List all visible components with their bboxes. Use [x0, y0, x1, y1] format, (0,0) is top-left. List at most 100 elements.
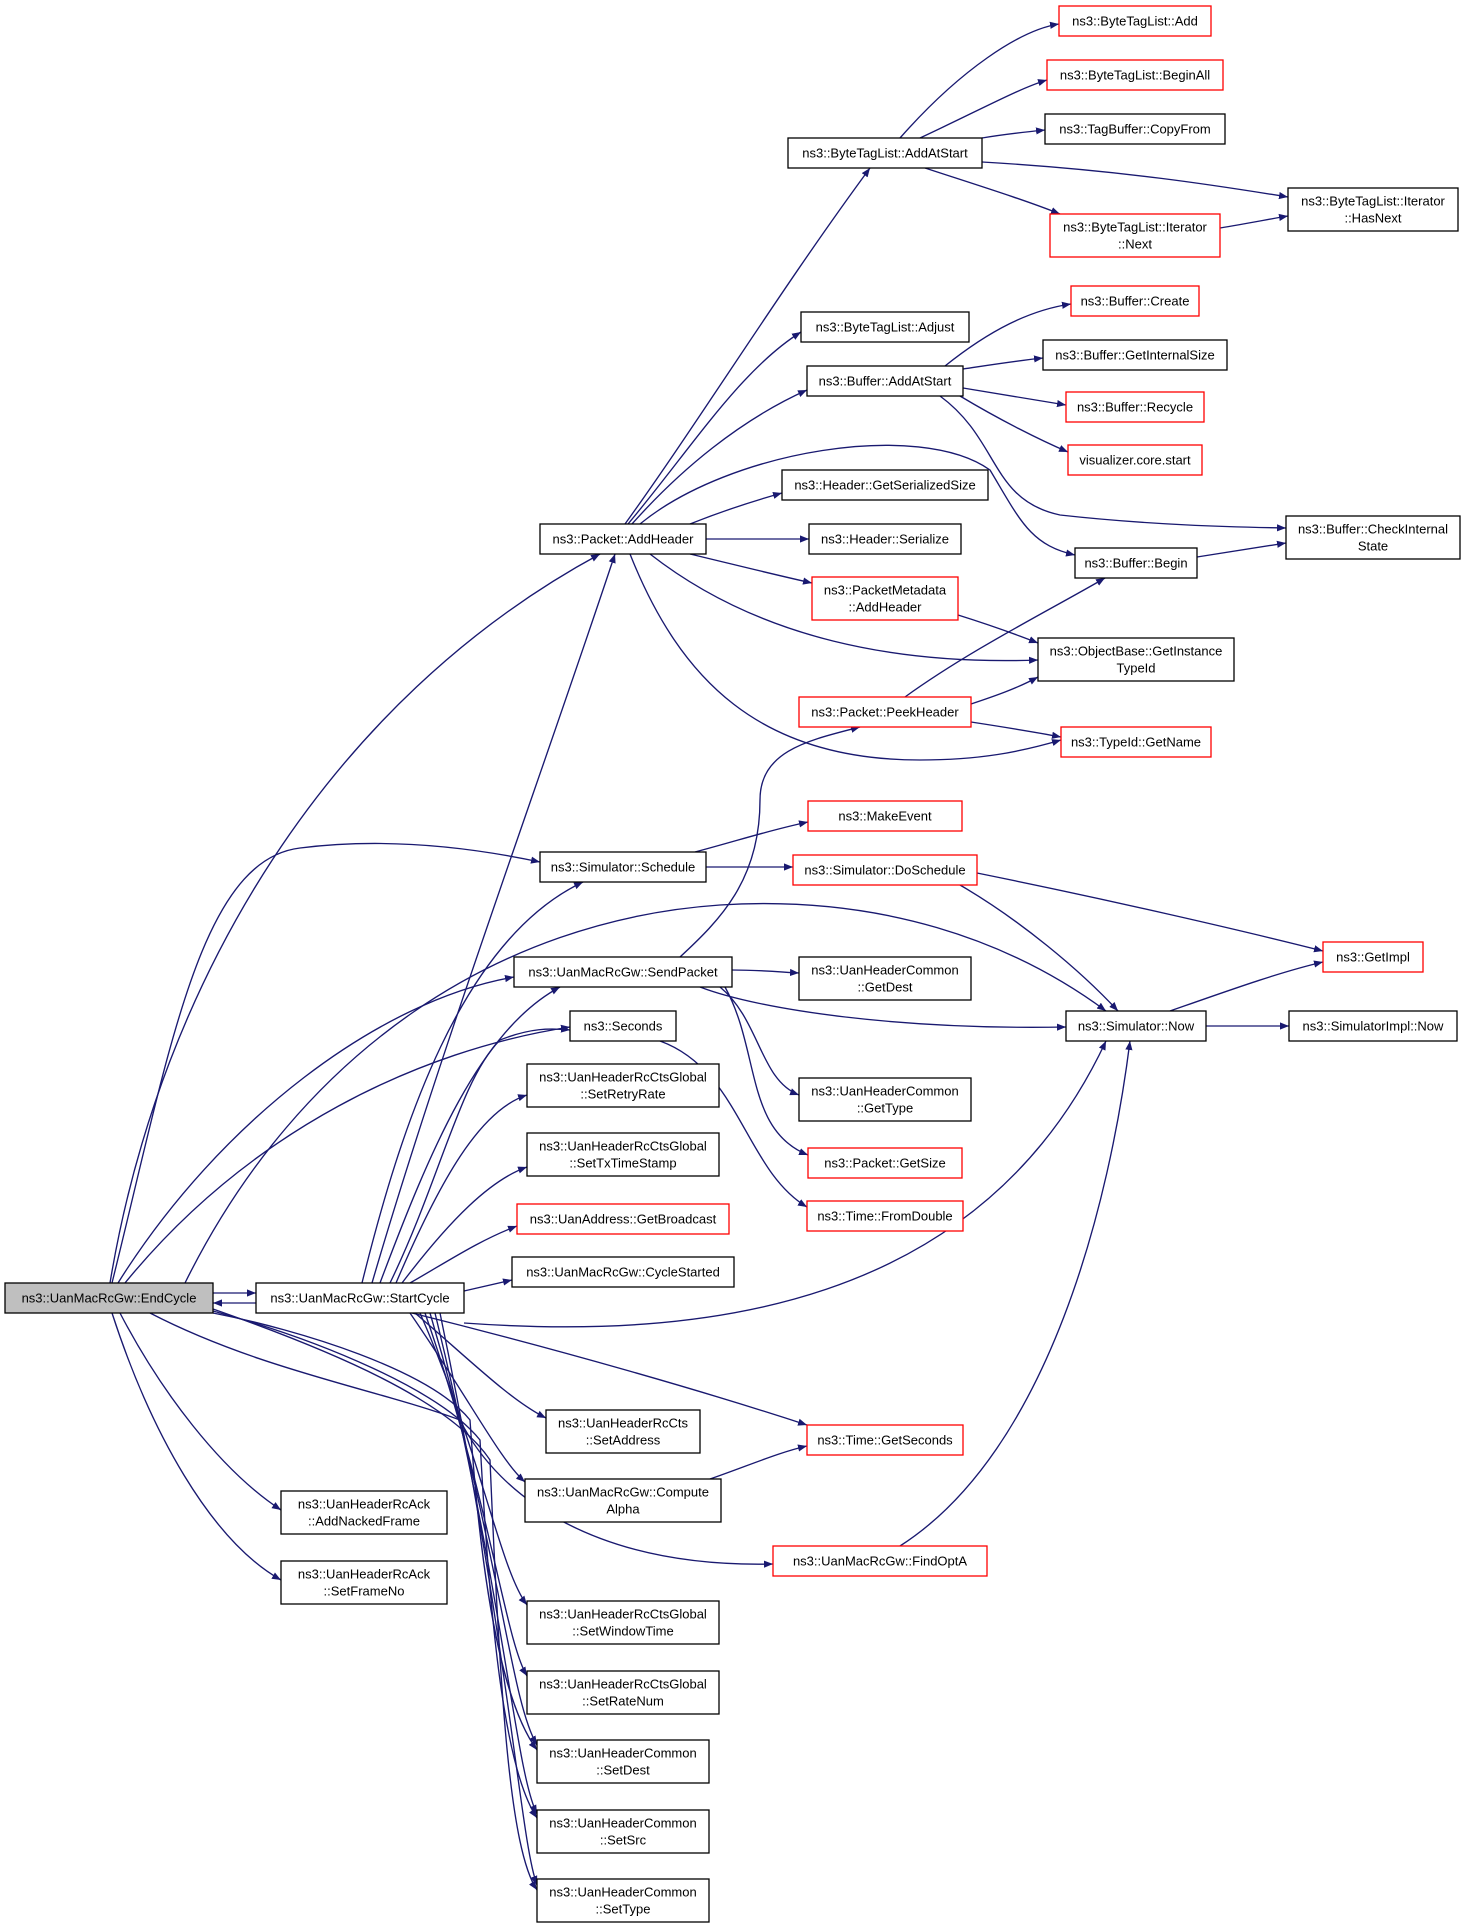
- node-buffer-recycle[interactable]: ns3::Buffer::Recycle: [1065, 391, 1205, 423]
- node-box: [1070, 285, 1200, 317]
- call-edge-packet-add-header-to-btl-add-at-start: [624, 167, 871, 525]
- node-box: [1049, 213, 1221, 258]
- call-edge-start-cycle-to-common-set-type: [439, 1312, 538, 1886]
- node-box: [526, 1063, 720, 1108]
- call-edge-btl-add-at-start-to-btl-iterator-next: [924, 167, 1061, 215]
- node-btl-add[interactable]: ns3::ByteTagList::Add: [1058, 5, 1212, 37]
- node-btl-adjust[interactable]: ns3::ByteTagList::Adjust: [800, 311, 970, 343]
- node-btl-iterator-next[interactable]: ns3::ByteTagList::Iterator::Next: [1049, 213, 1221, 258]
- node-simulator-now[interactable]: ns3::Simulator::Now: [1065, 1010, 1207, 1042]
- call-edge-end-cycle-to-common-set-type: [212, 1308, 538, 1891]
- node-label: ns3::UanHeaderCommon: [549, 1885, 696, 1900]
- node-visualizer-core-start[interactable]: visualizer.core.start: [1067, 444, 1203, 476]
- call-edge-simulator-schedule-to-make-event: [694, 820, 809, 853]
- node-common-set-src[interactable]: ns3::UanHeaderCommon::SetSrc: [536, 1809, 710, 1854]
- node-label: ns3::Packet::GetSize: [824, 1156, 945, 1171]
- node-label: ns3::Buffer::Recycle: [1077, 400, 1193, 415]
- node-btl-iterator-has-next[interactable]: ns3::ByteTagList::Iterator::HasNext: [1287, 187, 1459, 232]
- node-box: [798, 1077, 972, 1122]
- node-label: ::Next: [1118, 237, 1152, 252]
- node-set-rate-num[interactable]: ns3::UanHeaderRcCtsGlobal::SetRateNum: [526, 1670, 720, 1715]
- call-edge-start-cycle-to-set-window-time: [419, 1312, 528, 1606]
- node-label: TypeId: [1116, 661, 1155, 676]
- node-label: ns3::Simulator::Now: [1078, 1019, 1195, 1034]
- node-buffer-add-at-start[interactable]: ns3::Buffer::AddAtStart: [806, 365, 964, 397]
- node-set-window-time[interactable]: ns3::UanHeaderRcCtsGlobal::SetWindowTime: [526, 1600, 720, 1645]
- node-box: [1074, 547, 1198, 579]
- node-label: ns3::Time::FromDouble: [817, 1209, 952, 1224]
- call-edge-start-cycle-to-compute-alpha: [409, 1312, 526, 1483]
- call-edge-packet-add-header-to-btl-adjust: [627, 331, 802, 525]
- node-common-get-dest[interactable]: ns3::UanHeaderCommon::GetDest: [798, 956, 972, 1001]
- node-packet-get-size[interactable]: ns3::Packet::GetSize: [807, 1147, 963, 1179]
- node-buffer-create[interactable]: ns3::Buffer::Create: [1070, 285, 1200, 317]
- node-header-serialize[interactable]: ns3::Header::Serialize: [808, 523, 962, 555]
- node-box: [513, 956, 733, 988]
- node-get-impl[interactable]: ns3::GetImpl: [1322, 941, 1424, 973]
- call-edge-packet-add-header-to-buffer-begin: [639, 444, 1076, 557]
- node-label: ns3::Buffer::Begin: [1084, 556, 1187, 571]
- node-label: ns3::UanHeaderRcCtsGlobal: [539, 1677, 707, 1692]
- node-buffer-get-internal-size[interactable]: ns3::Buffer::GetInternalSize: [1042, 339, 1228, 371]
- call-edge-buffer-add-at-start-to-buffer-get-internal-size: [962, 355, 1044, 370]
- node-cts-set-address[interactable]: ns3::UanHeaderRcCts::SetAddress: [545, 1409, 701, 1454]
- node-seconds[interactable]: ns3::Seconds: [569, 1010, 677, 1042]
- call-edge-btl-add-at-start-to-tag-buffer-copy-from: [981, 127, 1046, 139]
- node-add-nacked-frame[interactable]: ns3::UanHeaderRcAck::AddNackedFrame: [280, 1490, 448, 1535]
- node-get-broadcast[interactable]: ns3::UanAddress::GetBroadcast: [516, 1203, 730, 1235]
- node-time-from-double[interactable]: ns3::Time::FromDouble: [806, 1200, 964, 1232]
- call-edge-btl-add-at-start-to-btl-iterator-has-next: [981, 161, 1289, 200]
- call-edge-start-cycle-to-simulator-now: [463, 1040, 1107, 1328]
- node-send-packet[interactable]: ns3::UanMacRcGw::SendPacket: [513, 956, 733, 988]
- call-edge-start-cycle-to-packet-add-header: [371, 553, 616, 1284]
- node-tag-buffer-copy-from[interactable]: ns3::TagBuffer::CopyFrom: [1044, 113, 1226, 145]
- node-label: State: [1358, 539, 1388, 554]
- node-box: [539, 523, 707, 555]
- call-edge-buffer-begin-to-buffer-check-internal-state: [1196, 540, 1287, 558]
- node-box: [772, 1545, 988, 1577]
- node-label: ns3::ByteTagList::Iterator: [1301, 194, 1445, 209]
- node-box: [526, 1132, 720, 1177]
- node-packet-peek-header[interactable]: ns3::Packet::PeekHeader: [798, 696, 972, 728]
- call-edge-end-cycle-to-simulator-now: [184, 902, 1107, 1284]
- node-simulator-do-schedule[interactable]: ns3::Simulator::DoSchedule: [792, 854, 978, 886]
- node-label: ns3::Buffer::CheckInternal: [1298, 522, 1448, 537]
- node-box: [539, 851, 707, 883]
- node-start-cycle[interactable]: ns3::UanMacRcGw::StartCycle: [255, 1282, 465, 1314]
- node-find-opt-a[interactable]: ns3::UanMacRcGw::FindOptA: [772, 1545, 988, 1577]
- node-packet-add-header[interactable]: ns3::Packet::AddHeader: [539, 523, 707, 555]
- node-common-get-type[interactable]: ns3::UanHeaderCommon::GetType: [798, 1077, 972, 1122]
- node-type-id-get-name[interactable]: ns3::TypeId::GetName: [1060, 726, 1212, 758]
- node-label: ns3::ByteTagList::BeginAll: [1060, 68, 1210, 83]
- node-make-event[interactable]: ns3::MakeEvent: [807, 800, 963, 832]
- node-label: ns3::UanHeaderCommon: [811, 963, 958, 978]
- node-simulator-schedule[interactable]: ns3::Simulator::Schedule: [539, 851, 707, 883]
- node-header-get-serialized-size[interactable]: ns3::Header::GetSerializedSize: [781, 469, 989, 501]
- node-btl-add-at-start[interactable]: ns3::ByteTagList::AddAtStart: [787, 137, 983, 169]
- node-box: [781, 469, 989, 501]
- node-box: [524, 1478, 722, 1523]
- node-label: ns3::Header::GetSerializedSize: [794, 478, 975, 493]
- node-label: ::SetSrc: [600, 1833, 647, 1848]
- node-set-retry-rate[interactable]: ns3::UanHeaderRcCtsGlobal::SetRetryRate: [526, 1063, 720, 1108]
- node-common-set-type[interactable]: ns3::UanHeaderCommon::SetType: [536, 1878, 710, 1923]
- node-simulator-impl-now[interactable]: ns3::SimulatorImpl::Now: [1288, 1010, 1458, 1042]
- node-common-set-dest[interactable]: ns3::UanHeaderCommon::SetDest: [536, 1739, 710, 1784]
- node-set-tx-time-stamp[interactable]: ns3::UanHeaderRcCtsGlobal::SetTxTimeStam…: [526, 1132, 720, 1177]
- node-cycle-started[interactable]: ns3::UanMacRcGw::CycleStarted: [511, 1256, 735, 1288]
- call-edge-compute-alpha-to-time-get-seconds: [709, 1444, 808, 1480]
- node-set-frame-no[interactable]: ns3::UanHeaderRcAck::SetFrameNo: [280, 1560, 448, 1605]
- node-box: [1058, 5, 1212, 37]
- node-metadata-add-header[interactable]: ns3::PacketMetadata::AddHeader: [811, 576, 959, 621]
- node-label: ns3::Header::Serialize: [821, 532, 949, 547]
- node-buffer-begin[interactable]: ns3::Buffer::Begin: [1074, 547, 1198, 579]
- node-label: ns3::UanHeaderCommon: [549, 1816, 696, 1831]
- node-end-cycle[interactable]: ns3::UanMacRcGw::EndCycle: [4, 1282, 214, 1314]
- node-btl-begin-all[interactable]: ns3::ByteTagList::BeginAll: [1046, 59, 1224, 91]
- node-time-get-seconds[interactable]: ns3::Time::GetSeconds: [806, 1424, 964, 1456]
- node-label: Alpha: [606, 1502, 640, 1517]
- call-edge-seconds-to-time-from-double: [659, 1040, 808, 1208]
